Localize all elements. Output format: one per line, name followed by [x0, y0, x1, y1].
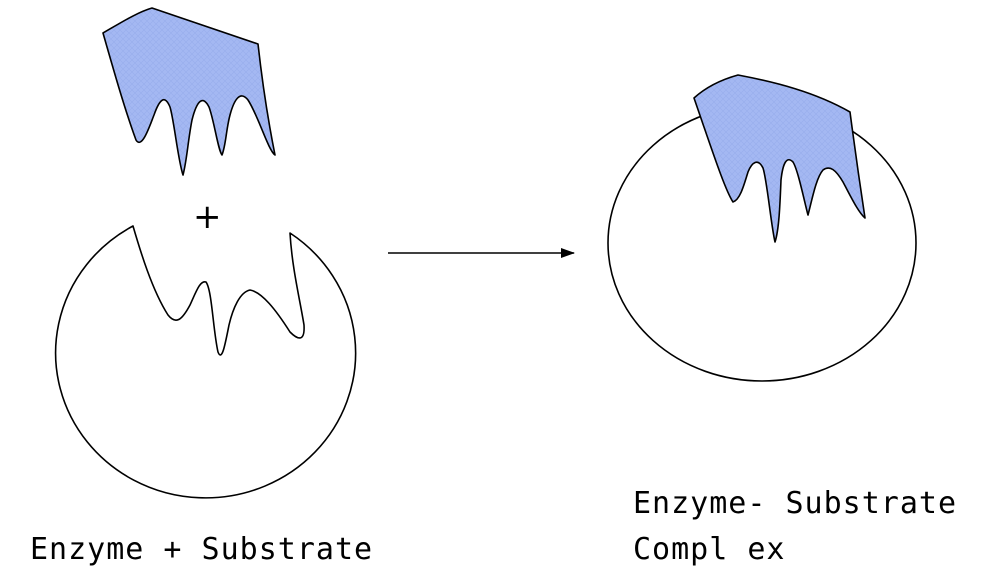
enzyme-with-active-site: [56, 226, 356, 498]
enzyme-substrate-label: Enzyme + Substrate: [30, 530, 373, 570]
complex-label-line1: Enzyme- Substrate: [633, 484, 957, 524]
complex-label-line2: Compl ex: [633, 530, 786, 570]
plus-sign: +: [193, 200, 222, 234]
free-substrate-shape: [103, 8, 275, 175]
